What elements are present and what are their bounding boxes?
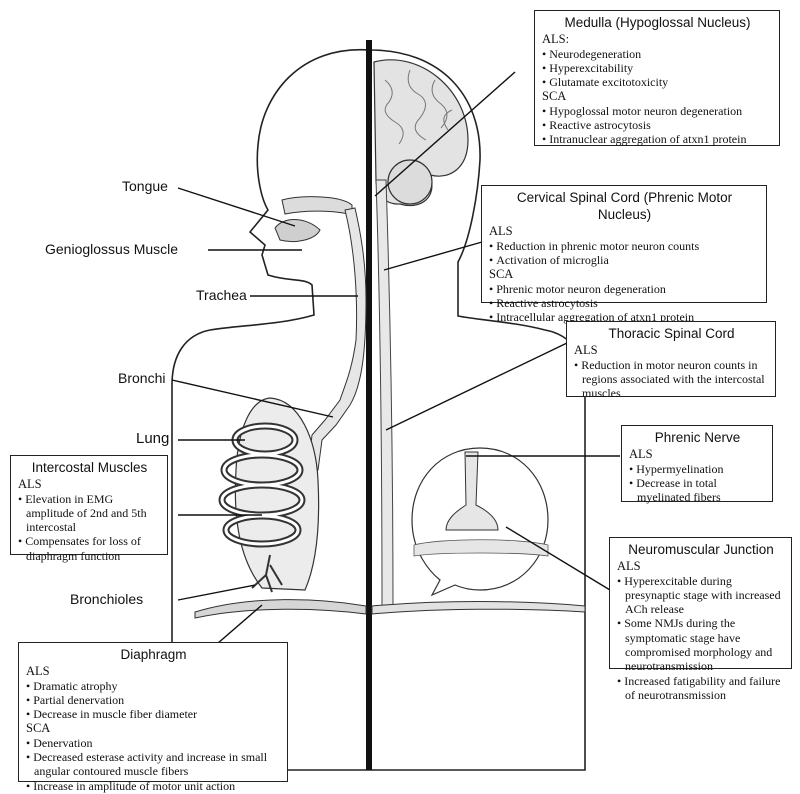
label-genioglossus: Genioglossus Muscle bbox=[45, 241, 179, 257]
medulla-sca-list: Hypoglossal motor neuron degeneration Re… bbox=[542, 104, 773, 147]
diaphragm-sca-list: Denervation Decreased esterase activity … bbox=[26, 736, 281, 794]
intercostal-als-heading: ALS bbox=[18, 477, 42, 491]
rib-4-inner bbox=[224, 514, 300, 546]
leader-lines bbox=[171, 71, 620, 651]
phrenic-als-heading: ALS bbox=[629, 447, 653, 461]
diaphragm-sca-item: Increase in amplitude of motor unit acti… bbox=[26, 779, 281, 794]
medulla-als-item: Hyperexcitability bbox=[542, 61, 773, 75]
cervical-sca-item: Phrenic motor neuron degeneration bbox=[489, 282, 760, 296]
diaphragm-box: Diaphragm ALS Dramatic atrophy Partial d… bbox=[18, 642, 288, 794]
diaphragm-als-item: Decrease in muscle fiber diameter bbox=[26, 707, 281, 721]
medulla-sca-item: Hypoglossal motor neuron degeneration bbox=[542, 104, 773, 118]
phrenic-box: Phrenic Nerve ALS Hypermyelination Decre… bbox=[621, 425, 773, 505]
cervical-als-heading: ALS bbox=[489, 224, 513, 238]
cervical-als-list: Reduction in phrenic motor neuron counts… bbox=[489, 239, 760, 268]
brain-folds bbox=[384, 69, 453, 145]
nmj-als-item: Hyperexcitable during presynaptic stage … bbox=[617, 574, 785, 617]
medulla-sca-item: Intranuclear aggregation of atxn1 protei… bbox=[542, 132, 773, 146]
cervical-box: Cervical Spinal Cord (Phrenic Motor Nucl… bbox=[481, 185, 767, 324]
label-bronchioles: Bronchioles bbox=[70, 591, 144, 607]
label-bronchi: Bronchi bbox=[118, 370, 166, 386]
phrenic-title: Phrenic Nerve bbox=[654, 430, 741, 445]
thoracic-box: Thoracic Spinal Cord ALS Reduction in mo… bbox=[566, 321, 776, 400]
label-tongue: Tongue bbox=[122, 178, 168, 194]
cervical-title: Cervical Spinal Cord (Phrenic Motor Nucl… bbox=[516, 190, 733, 222]
medulla-box: Medulla (Hypoglossal Nucleus) ALS: Neuro… bbox=[534, 10, 780, 146]
cervical-sca-list: Phrenic motor neuron degeneration Reacti… bbox=[489, 282, 760, 325]
phrenic-als-item: Hypermyelination bbox=[629, 462, 766, 476]
medulla-sca-item: Reactive astrocytosis bbox=[542, 118, 773, 132]
phrenic-als-list: Hypermyelination Decrease in total myeli… bbox=[629, 462, 766, 505]
thoracic-als-list: Reduction in motor neuron counts in regi… bbox=[574, 358, 769, 401]
intercostal-als-item: Compensates for loss of diaphragm functi… bbox=[18, 534, 161, 563]
diaphragm-als-item: Partial denervation bbox=[26, 693, 281, 707]
cervical-sca-heading: SCA bbox=[489, 267, 514, 282]
medulla-title: Medulla (Hypoglossal Nucleus) bbox=[564, 15, 751, 30]
medulla-als-item: Glutamate excitotoxicity bbox=[542, 75, 773, 89]
diaphragm-sca-item: Decreased esterase activity and increase… bbox=[26, 750, 281, 779]
diaphragm-als-heading: ALS bbox=[26, 664, 50, 678]
leader-medulla bbox=[374, 71, 516, 197]
leader-cervical bbox=[383, 241, 483, 271]
leader-nmj bbox=[505, 526, 611, 591]
nmj-box: Neuromuscular Junction ALS Hyperexcitabl… bbox=[609, 537, 792, 702]
medulla-als-heading: ALS: bbox=[542, 32, 570, 46]
diaphragm-title: Diaphragm bbox=[120, 647, 187, 662]
medulla-als-item: Neurodegeneration bbox=[542, 47, 773, 61]
phrenic-als-item: Decrease in total myelinated fibers bbox=[629, 476, 766, 505]
bronchioles-shape bbox=[251, 554, 283, 593]
tongue-shape bbox=[274, 219, 321, 243]
nmj-als-heading: ALS bbox=[617, 559, 641, 573]
intercostal-als-list: Elevation in EMG amplitude of 2nd and 5t… bbox=[18, 492, 161, 563]
label-lung: Lung bbox=[136, 430, 170, 447]
diaphragm-als-list: Dramatic atrophy Partial denervation Dec… bbox=[26, 679, 281, 722]
nerve-fiber bbox=[445, 451, 499, 531]
trachea-tube bbox=[307, 207, 367, 471]
diaphragm-als-item: Dramatic atrophy bbox=[26, 679, 281, 693]
nmj-title: Neuromuscular Junction bbox=[628, 542, 774, 557]
nmj-als-list: Hyperexcitable during presynaptic stage … bbox=[617, 574, 785, 703]
diaphragm-right bbox=[371, 601, 586, 615]
thoracic-title: Thoracic Spinal Cord bbox=[608, 326, 735, 341]
cervical-sca-item: Intracellular aggregation of atxn1 prote… bbox=[489, 310, 760, 324]
leader-tongue bbox=[177, 187, 296, 227]
cervical-sca-item: Reactive astrocytosis bbox=[489, 296, 760, 310]
thoracic-als-heading: ALS bbox=[574, 343, 598, 357]
cerebellum bbox=[387, 159, 433, 205]
diaphragm-shape bbox=[194, 599, 367, 619]
muscle-in-bubble bbox=[413, 539, 549, 557]
diaphragm-sca-heading: SCA bbox=[26, 721, 51, 736]
intercostal-box: Intercostal Muscles ALS Elevation in EMG… bbox=[10, 455, 168, 563]
diaphragm-sca-item: Denervation bbox=[26, 736, 281, 750]
cervical-als-item: Activation of microglia bbox=[489, 253, 760, 267]
leader-bronchioles bbox=[177, 584, 256, 601]
cervical-als-item: Reduction in phrenic motor neuron counts bbox=[489, 239, 760, 253]
leader-bronchi bbox=[171, 379, 334, 418]
leader-thoracic bbox=[385, 342, 568, 431]
intercostal-title: Intercostal Muscles bbox=[31, 460, 148, 475]
nmj-als-item: Some NMJs during the symptomatic stage h… bbox=[617, 616, 785, 673]
label-trachea: Trachea bbox=[196, 287, 247, 303]
medulla-sca-heading: SCA bbox=[542, 89, 567, 104]
intercostal-als-item: Elevation in EMG amplitude of 2nd and 5t… bbox=[18, 492, 161, 535]
medulla-als-list: Neurodegeneration Hyperexcitability Glut… bbox=[542, 47, 773, 90]
thoracic-als-item: Reduction in motor neuron counts in regi… bbox=[574, 358, 769, 401]
midline bbox=[366, 40, 372, 770]
nmj-als-item: Increased fatigability and failure of ne… bbox=[617, 674, 785, 703]
